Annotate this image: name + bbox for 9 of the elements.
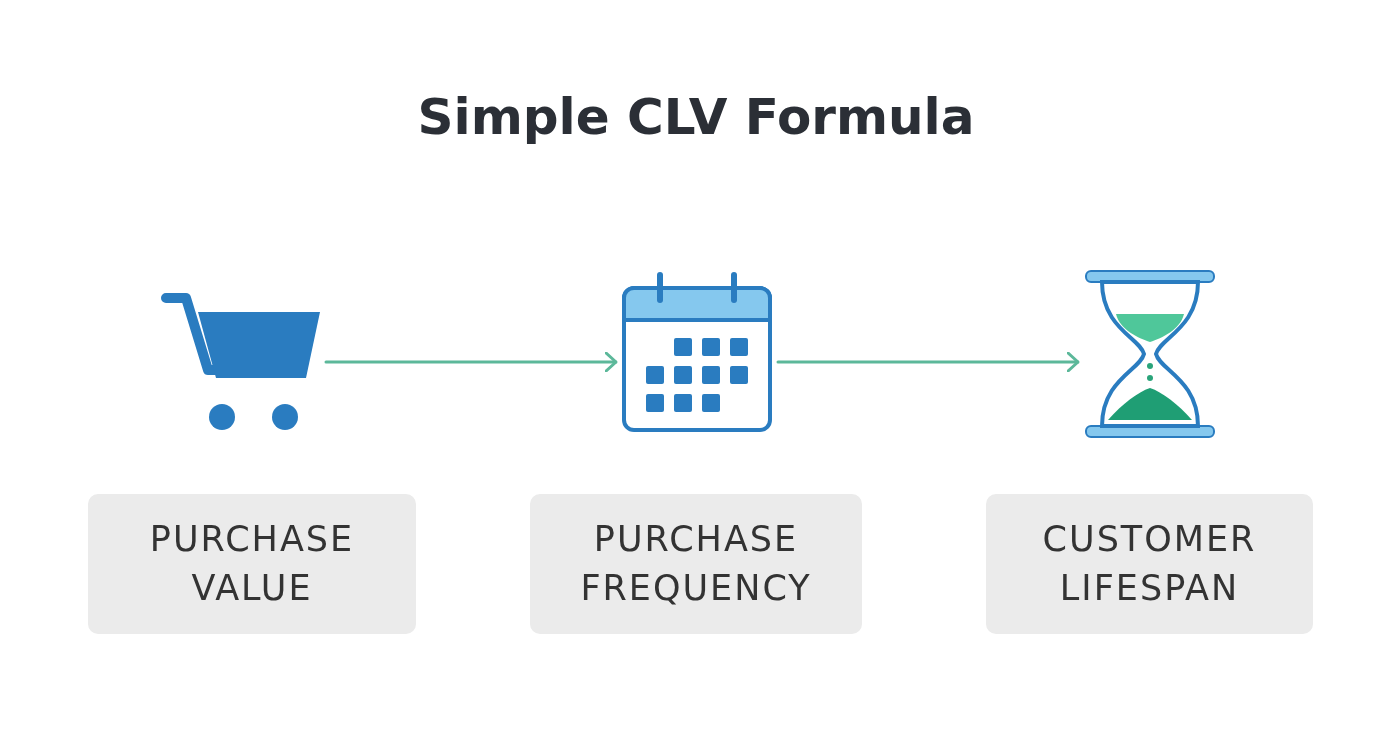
label-box: CUSTOMER LIFESPAN bbox=[986, 494, 1313, 634]
arrow bbox=[324, 351, 618, 373]
calendar-icon bbox=[620, 272, 774, 434]
label-box: PURCHASE FREQUENCY bbox=[530, 494, 862, 634]
hourglass-icon bbox=[1082, 268, 1218, 440]
diagram-title: Simple CLV Formula bbox=[416, 88, 976, 146]
arrow bbox=[776, 351, 1080, 373]
label-box: PURCHASE VALUE bbox=[88, 494, 416, 634]
shopping-cart-icon bbox=[160, 290, 322, 432]
